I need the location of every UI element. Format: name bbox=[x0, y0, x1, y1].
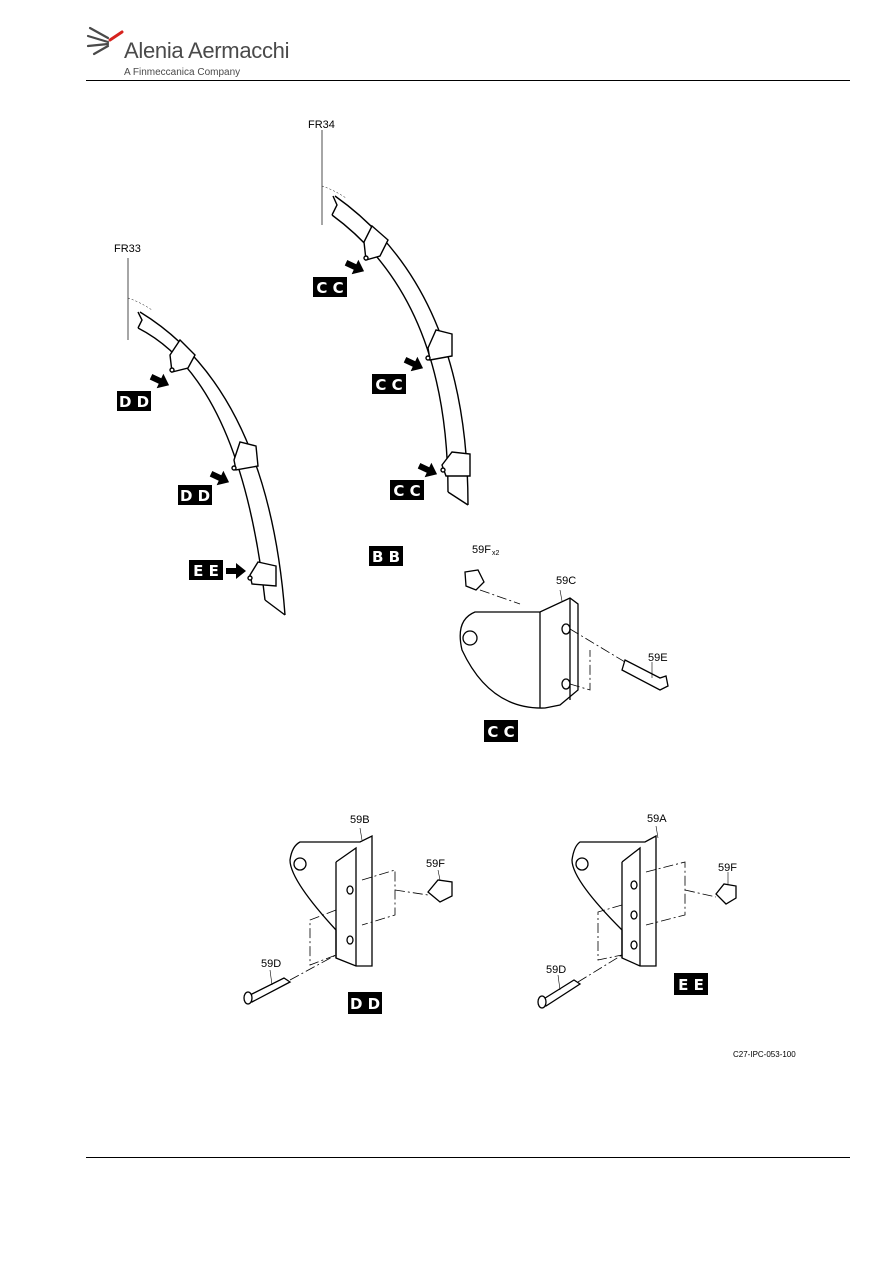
svg-text:C C: C C bbox=[393, 482, 420, 500]
part-label-59d-ee: 59D bbox=[546, 964, 566, 976]
view-tag-dd-detail: D D bbox=[348, 992, 382, 1014]
detail-ee-bracket bbox=[537, 825, 737, 1009]
part-label-59d-dd: 59D bbox=[261, 958, 281, 970]
svg-text:B B: B B bbox=[372, 548, 400, 566]
part-label-59f-ee: 59F bbox=[718, 862, 737, 874]
svg-text:C C: C C bbox=[487, 723, 514, 741]
header-rule bbox=[86, 80, 850, 81]
view-tag-cc-1: C C bbox=[313, 277, 347, 297]
part-label-59b: 59B bbox=[350, 814, 370, 826]
detail-dd-bracket bbox=[243, 827, 453, 1005]
svg-text:D D: D D bbox=[180, 487, 210, 505]
view-arrow-icon bbox=[415, 458, 441, 482]
view-tag-cc-2: C C bbox=[372, 374, 406, 394]
view-tag-bb: B B bbox=[369, 546, 403, 566]
svg-text:C C: C C bbox=[316, 279, 343, 297]
view-tag-ee-detail: E E bbox=[674, 973, 708, 995]
brand-tagline: A Finmeccanica Company bbox=[124, 67, 241, 78]
frame-label-fr34: FR34 bbox=[308, 119, 335, 131]
part-label-59c: 59C bbox=[556, 575, 576, 587]
view-arrow-icon bbox=[147, 369, 173, 393]
view-tag-dd-2: D D bbox=[178, 485, 212, 505]
view-arrow-icon bbox=[226, 563, 246, 579]
company-logo-icon bbox=[86, 26, 124, 56]
frame-fr34 bbox=[321, 130, 471, 506]
frame-label-fr33: FR33 bbox=[114, 243, 141, 255]
part-qty-59f-cc: x2 bbox=[492, 550, 500, 557]
detail-cc-bracket bbox=[459, 569, 669, 709]
view-tag-ee-1: E E bbox=[189, 560, 223, 580]
brand-name: Alenia Aermacchi bbox=[124, 38, 290, 63]
view-arrow-icon bbox=[401, 352, 427, 376]
view-tag-cc-detail: C C bbox=[484, 720, 518, 742]
view-tag-dd-1: D D bbox=[117, 391, 151, 411]
part-label-59f-dd: 59F bbox=[426, 858, 445, 870]
svg-text:C C: C C bbox=[375, 376, 402, 394]
svg-text:D D: D D bbox=[119, 393, 149, 411]
part-label-59a: 59A bbox=[647, 813, 667, 825]
figure-reference: C27-IPC-053-100 bbox=[733, 1050, 796, 1059]
footer-rule bbox=[86, 1157, 850, 1158]
part-label-59e: 59E bbox=[648, 652, 668, 664]
part-label-59f-cc: 59F bbox=[472, 544, 491, 556]
view-tag-cc-3: C C bbox=[390, 480, 424, 500]
page-header: Alenia Aermacchi A Finmeccanica Company bbox=[0, 0, 893, 82]
svg-text:E E: E E bbox=[193, 562, 219, 580]
svg-text:D D: D D bbox=[350, 995, 380, 1013]
svg-text:E E: E E bbox=[678, 976, 704, 994]
frame-fr33 bbox=[127, 258, 286, 616]
